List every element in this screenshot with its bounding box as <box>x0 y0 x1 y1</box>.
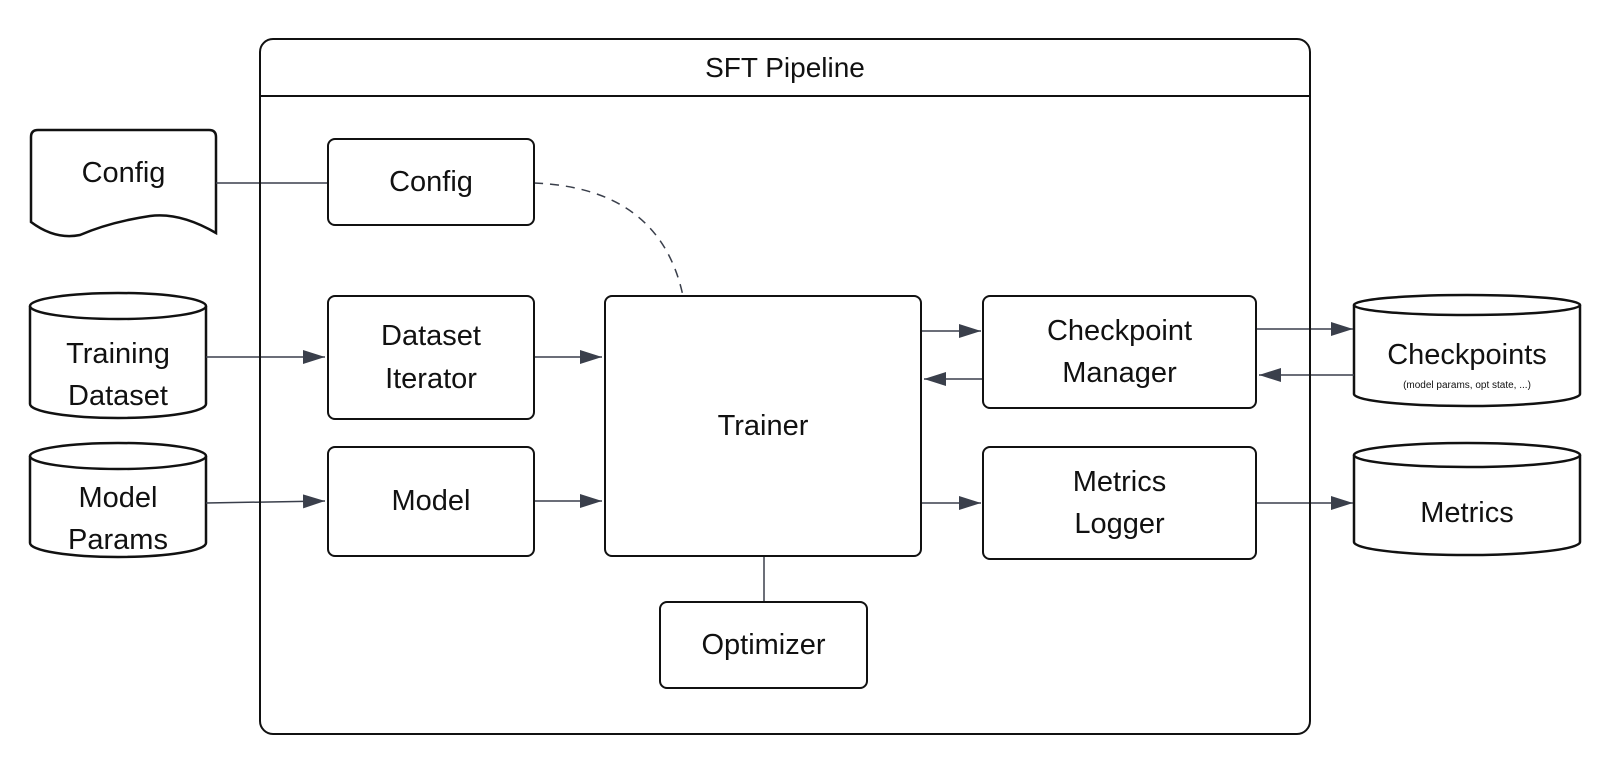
checkpoints-label: Checkpoints <box>1387 338 1547 371</box>
checkpoints-label-group: Checkpoints (model params, opt state, ..… <box>1354 330 1580 396</box>
dataset-iterator-box: Dataset Iterator <box>327 295 535 420</box>
config-document-label: Config <box>81 156 166 189</box>
config-to-trainer-dashed <box>533 182 684 297</box>
config-box: Config <box>327 138 535 226</box>
checkpoint-manager-box: Checkpoint Manager <box>982 295 1257 409</box>
training-dataset-cylinder <box>28 291 208 420</box>
checkpoints-note: (model params, opt state, ...) <box>1403 380 1531 392</box>
model-params-label: Model Params <box>68 481 168 556</box>
metrics-logger-box: Metrics Logger <box>982 446 1257 560</box>
metrics-cylinder <box>1352 441 1582 557</box>
model-params-cylinder <box>28 441 208 559</box>
arrow-params-to-model <box>205 494 326 509</box>
metrics-label: Metrics <box>1420 496 1514 529</box>
optimizer-box: Optimizer <box>659 601 868 689</box>
pipeline-title: SFT Pipeline <box>261 40 1309 97</box>
config-document-shape <box>29 128 218 238</box>
sft-pipeline-container: SFT Pipeline <box>259 38 1311 735</box>
trainer-box: Trainer <box>604 295 922 557</box>
training-dataset-label: Training Dataset <box>66 337 170 412</box>
checkpoints-cylinder <box>1352 293 1582 408</box>
model-box: Model <box>327 446 535 557</box>
